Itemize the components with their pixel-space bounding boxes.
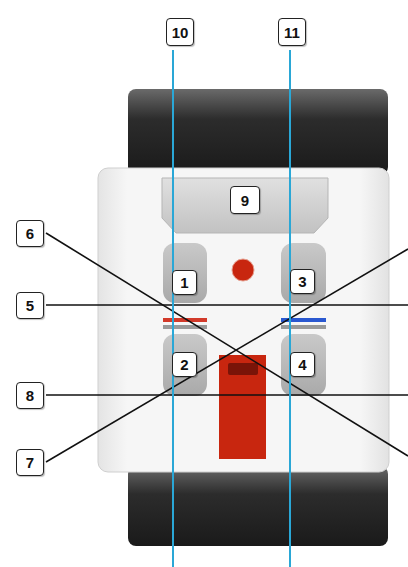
callout-number: 6 xyxy=(16,220,44,247)
leader-line xyxy=(46,233,408,456)
button xyxy=(163,243,207,303)
callout-number: 7 xyxy=(16,449,44,476)
callout-number: 2 xyxy=(172,352,197,377)
callout-number: 10 xyxy=(166,18,194,46)
button xyxy=(281,243,326,303)
connector-slot xyxy=(228,363,258,375)
indicator-light xyxy=(232,259,254,281)
callout-text: 8 xyxy=(26,387,34,404)
callout-number: 8 xyxy=(16,382,44,409)
callout-text: 9 xyxy=(241,192,249,209)
button xyxy=(281,334,326,396)
callout-text: 4 xyxy=(298,356,306,373)
port-stripe xyxy=(281,325,326,329)
callout-text: 6 xyxy=(26,225,34,242)
callout-text: 11 xyxy=(284,24,300,41)
callout-text: 2 xyxy=(180,356,188,373)
leader-line xyxy=(46,394,408,396)
display-area xyxy=(162,178,328,233)
leader-line xyxy=(46,304,408,306)
callout-text: 10 xyxy=(172,24,189,41)
callout-text: 5 xyxy=(26,297,34,314)
leader-line xyxy=(46,249,408,462)
callout-text: 7 xyxy=(26,454,34,471)
bottom-strap xyxy=(128,466,388,546)
callout-number: 4 xyxy=(290,352,315,377)
top-strap xyxy=(128,89,388,175)
callout-number: 5 xyxy=(16,292,44,319)
section-line xyxy=(172,50,174,567)
red-connector xyxy=(219,355,266,459)
brick-body xyxy=(98,168,389,472)
callout-text: 3 xyxy=(298,273,306,290)
callout-number: 3 xyxy=(290,269,315,294)
callout-text: 1 xyxy=(180,274,188,291)
button xyxy=(163,334,207,396)
section-line xyxy=(289,50,291,567)
callout-number: 9 xyxy=(230,186,260,214)
callout-number: 1 xyxy=(172,270,197,295)
callout-number: 11 xyxy=(278,18,306,46)
